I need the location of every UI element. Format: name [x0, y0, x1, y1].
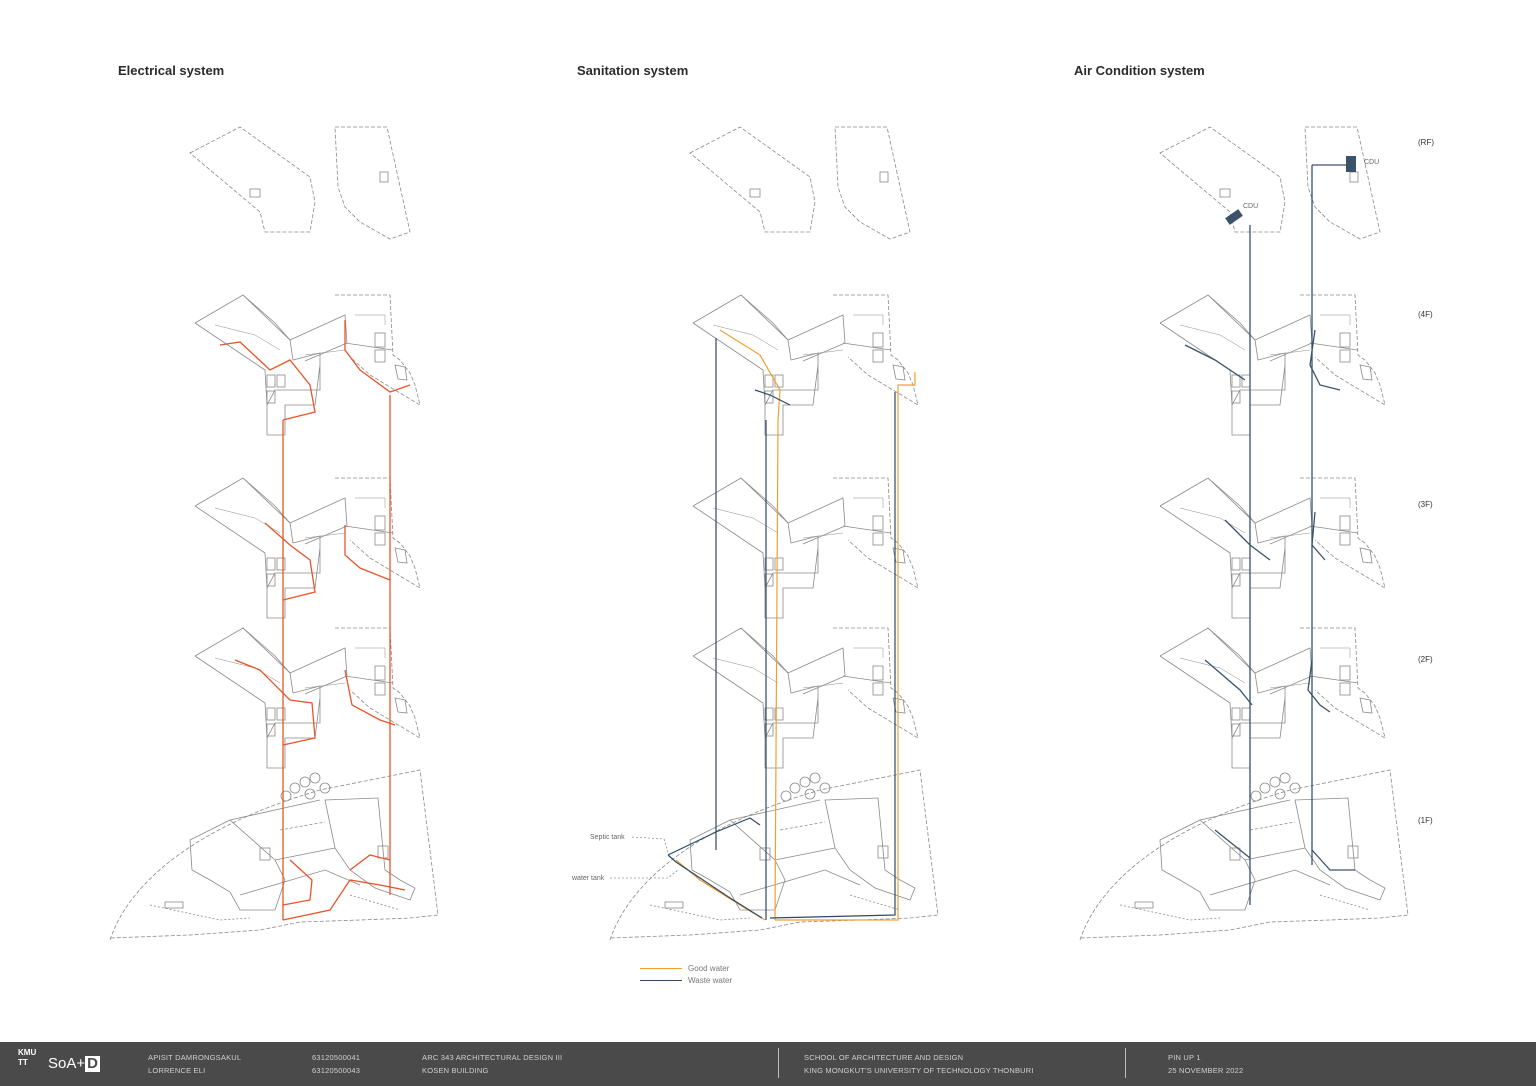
electrical-plan-3f	[194, 477, 421, 619]
soad-logo-text: SoA+	[48, 1055, 86, 1072]
date-label: 25 NOVEMBER 2022	[1168, 1066, 1244, 1075]
legend: Good water Waste water	[640, 962, 732, 986]
project-name: KOSEN BUILDING	[422, 1066, 489, 1075]
aircon-plan-1f	[1079, 769, 1409, 941]
legend-swatch-waste-water	[640, 979, 682, 981]
electrical-plans	[109, 126, 439, 941]
footer-divider-2	[1125, 1048, 1126, 1078]
aircon-system-title: Air Condition system	[1074, 63, 1205, 78]
student2-id: 63120500043	[312, 1066, 361, 1075]
electrical-plan-1f	[109, 769, 439, 941]
footer-divider-1	[778, 1048, 779, 1078]
sanitation-system-title: Sanitation system	[577, 63, 689, 78]
electrical-wiring	[219, 320, 411, 921]
footer-bar: KMUTT SoA+D APISIT DAMRONGSAKUL LORRENCE…	[0, 1042, 1536, 1086]
floor-label-3f: (3F)	[1418, 500, 1433, 509]
legend-item-waste-water: Waste water	[640, 974, 732, 986]
cdu-label-1: CDU	[1243, 203, 1258, 210]
septic-tank-leader	[631, 836, 669, 853]
electrical-plan-roof	[189, 126, 411, 240]
waste-water-pipes	[667, 338, 896, 920]
cdu-label-2: CDU	[1364, 159, 1379, 166]
student1-name: APISIT DAMRONGSAKUL	[148, 1053, 242, 1062]
sanitation-plans	[609, 126, 939, 941]
legend-label-waste-water: Waste water	[688, 975, 733, 985]
water-tank-leader	[610, 869, 679, 879]
soad-logo-box: D	[85, 1055, 100, 1072]
cdu-unit-1	[1225, 209, 1243, 225]
pinup-label: PIN UP 1	[1168, 1053, 1201, 1062]
sanitation-plan-1f	[609, 769, 939, 941]
kmutt-logo: KMUTT	[18, 1048, 37, 1067]
floor-label-rf: (RF)	[1418, 138, 1434, 147]
soad-logo: SoA+D	[48, 1055, 100, 1072]
floor-label-4f: (4F)	[1418, 310, 1433, 319]
systems-diagram: Septic tank water tank CDU CDU	[109, 126, 1409, 941]
school-name: SCHOOL OF ARCHITECTURE AND DESIGN	[804, 1053, 964, 1062]
good-water-pipes	[675, 329, 916, 921]
electrical-system-title: Electrical system	[118, 63, 225, 78]
water-tank-label: water tank	[571, 875, 605, 882]
electrical-plan-2f	[194, 627, 421, 769]
aircon-plans	[1079, 126, 1409, 941]
floor-label-2f: (2F)	[1418, 655, 1433, 664]
legend-item-good-water: Good water	[640, 962, 732, 974]
cdu-units: CDU CDU	[1225, 156, 1379, 225]
sanitation-plan-4f	[692, 294, 919, 436]
sanitation-plan-3f	[692, 477, 919, 619]
aircon-plan-4f	[1159, 294, 1386, 436]
aircon-plan-2f	[1159, 627, 1386, 769]
legend-label-good-water: Good water	[688, 963, 730, 973]
sanitation-annotations: Septic tank water tank	[571, 834, 679, 882]
sanitation-plan-2f	[692, 627, 919, 769]
sanitation-plan-roof	[689, 126, 911, 240]
legend-swatch-good-water	[640, 967, 682, 969]
course-name: ARC 343 ARCHITECTURAL DESIGN III	[422, 1053, 563, 1062]
student2-name: LORRENCE ELI	[148, 1066, 206, 1075]
university-name: KING MONGKUT'S UNIVERSITY OF TECHNOLOGY …	[804, 1066, 1034, 1075]
aircon-plan-roof	[1159, 126, 1381, 240]
cdu-unit-2	[1346, 156, 1356, 172]
aircon-ducts	[1184, 164, 1355, 905]
floor-label-1f: (1F)	[1418, 816, 1433, 825]
student1-id: 63120500041	[312, 1053, 361, 1062]
septic-tank-label: Septic tank	[590, 834, 625, 841]
aircon-plan-3f	[1159, 477, 1386, 619]
